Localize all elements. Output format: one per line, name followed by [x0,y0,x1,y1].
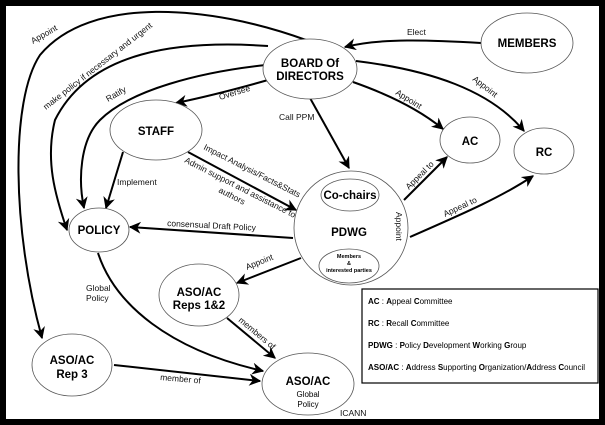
legend-word-rest: ommittee [416,319,449,328]
node-policy-label: POLICY [78,225,121,237]
legend-separator: : [380,319,387,328]
legend-initial: G [504,341,510,350]
legend-word-rest: ddress [412,363,438,372]
label-global-policy-1: Global [86,283,111,293]
legend-separator: : [380,297,387,306]
node-rc: RC [513,127,575,175]
legend-entry: ASO/AC : Address Supporting Organization… [368,363,585,372]
legend-entry: AC : Appeal Committee [368,297,453,306]
legend-word-rest: ddress [532,363,558,372]
node-global-label-1: ASO/AC [286,376,331,388]
edge-impact-analysis [187,151,298,211]
node-staff: STAFF [109,99,203,161]
legend-word-rest: orking [480,341,504,350]
label-member-of: member of [160,372,202,386]
node-members-parties-label-2: & [347,261,351,267]
legend-word-rest: olicy [405,341,423,350]
legend-initial: D [423,341,429,350]
node-pdwg: Co-chairs PDWG Members & interested part… [293,170,409,286]
label-icann: ICANN [340,408,366,418]
node-global-label-3: Policy [297,400,318,409]
edge-ratify [75,64,267,210]
legend-word-rest: ouncil [564,363,585,372]
node-board-label-1: BOARD Of [281,58,339,70]
node-members-parties-ellipse [318,248,380,284]
legend-initial: C [411,319,417,328]
legend-abbr: AC [368,297,380,306]
node-cochairs-label: Co-chairs [323,190,376,202]
node-policy: POLICY [68,207,130,253]
edge-appoint-rep3 [17,10,307,340]
node-members-label: MEMBERS [498,38,557,50]
edge-consensual-draft [128,221,294,239]
node-global-label-2: Global [296,390,319,399]
node-members: MEMBERS [480,12,574,74]
node-reps12-label-1: ASO/AC [177,287,222,299]
label-appoint-cochairs: Appoint [394,212,404,241]
legend-word-rest: roup [510,341,527,350]
legend-abbr: RC [368,319,380,328]
legend-word-rest: ecall [392,319,411,328]
node-pdwg-label: PDWG [331,227,367,239]
edge-appeal-ac [403,156,448,201]
legend-initial: R [386,319,392,328]
edge-appeal-rc [409,175,534,238]
legend-entry: PDWG : Policy Development Working Group [368,341,527,350]
legend-abbr: PDWG [368,341,393,350]
node-board-label-2: DIRECTORS [276,71,344,83]
legend-word-rest: ommittee [420,297,453,306]
node-reps12-label-2: Reps 1&2 [173,300,225,312]
edge-global-policy [97,252,265,375]
node-ac-label: AC [462,136,479,148]
edge-implement [103,151,124,210]
node-members-parties-label-1: Members [337,254,361,260]
legend-separator: : [399,363,406,372]
legend-initial: O [479,363,485,372]
legend-word-rest: upporting [443,363,479,372]
legend-initial: A [386,297,392,306]
node-rc-label: RC [536,147,553,159]
node-ac: AC [439,116,501,164]
node-rep3-label-1: ASO/AC [50,355,95,367]
edge-appoint-rc [355,60,525,132]
legend-word-rest: evelopment [429,341,473,350]
legend-initial: W [473,341,481,350]
edge-appoint-ac [352,81,444,130]
legend-initial: A [526,363,532,372]
legend-initial: C [414,297,420,306]
legend-initial: A [406,363,412,372]
legend-word-rest: ppeal [392,297,414,306]
node-board: BOARD Of DIRECTORS [262,38,358,100]
edge-oversee [174,79,269,107]
label-consensual-draft: consensual Draft Policy [167,218,257,233]
legend-word-rest: rganization/ [485,363,527,372]
node-rep3-label-2: Rep 3 [56,369,87,381]
node-global-policy: ASO/AC Global Policy [261,352,355,416]
node-members-parties-label-3: interested parties [326,268,372,274]
label-implement: Implement [117,177,157,187]
node-reps12: ASO/AC Reps 1&2 [158,263,240,327]
legend-separator: : [393,341,400,350]
label-global-policy-2: Policy [86,293,109,303]
legend-initial: P [400,341,406,350]
edge-elect [343,38,482,51]
label-call-ppm: Call PPM [279,112,314,122]
edge-make-policy [49,43,269,232]
edge-member-of [113,364,262,386]
edge-call-ppm [309,97,350,170]
node-rep3: ASO/AC Rep 3 [31,333,113,397]
edge-members-of [226,317,276,359]
node-cochairs-ellipse [320,178,380,212]
legend-initial: S [438,363,444,372]
edge-appoint-reps [235,257,302,285]
legend-abbr: ASO/AC [368,363,399,372]
legend-entry: RC : Recall Committee [368,319,450,328]
label-elect: Elect [407,27,427,37]
node-staff-label: STAFF [138,126,174,138]
legend-initial: C [558,363,564,372]
